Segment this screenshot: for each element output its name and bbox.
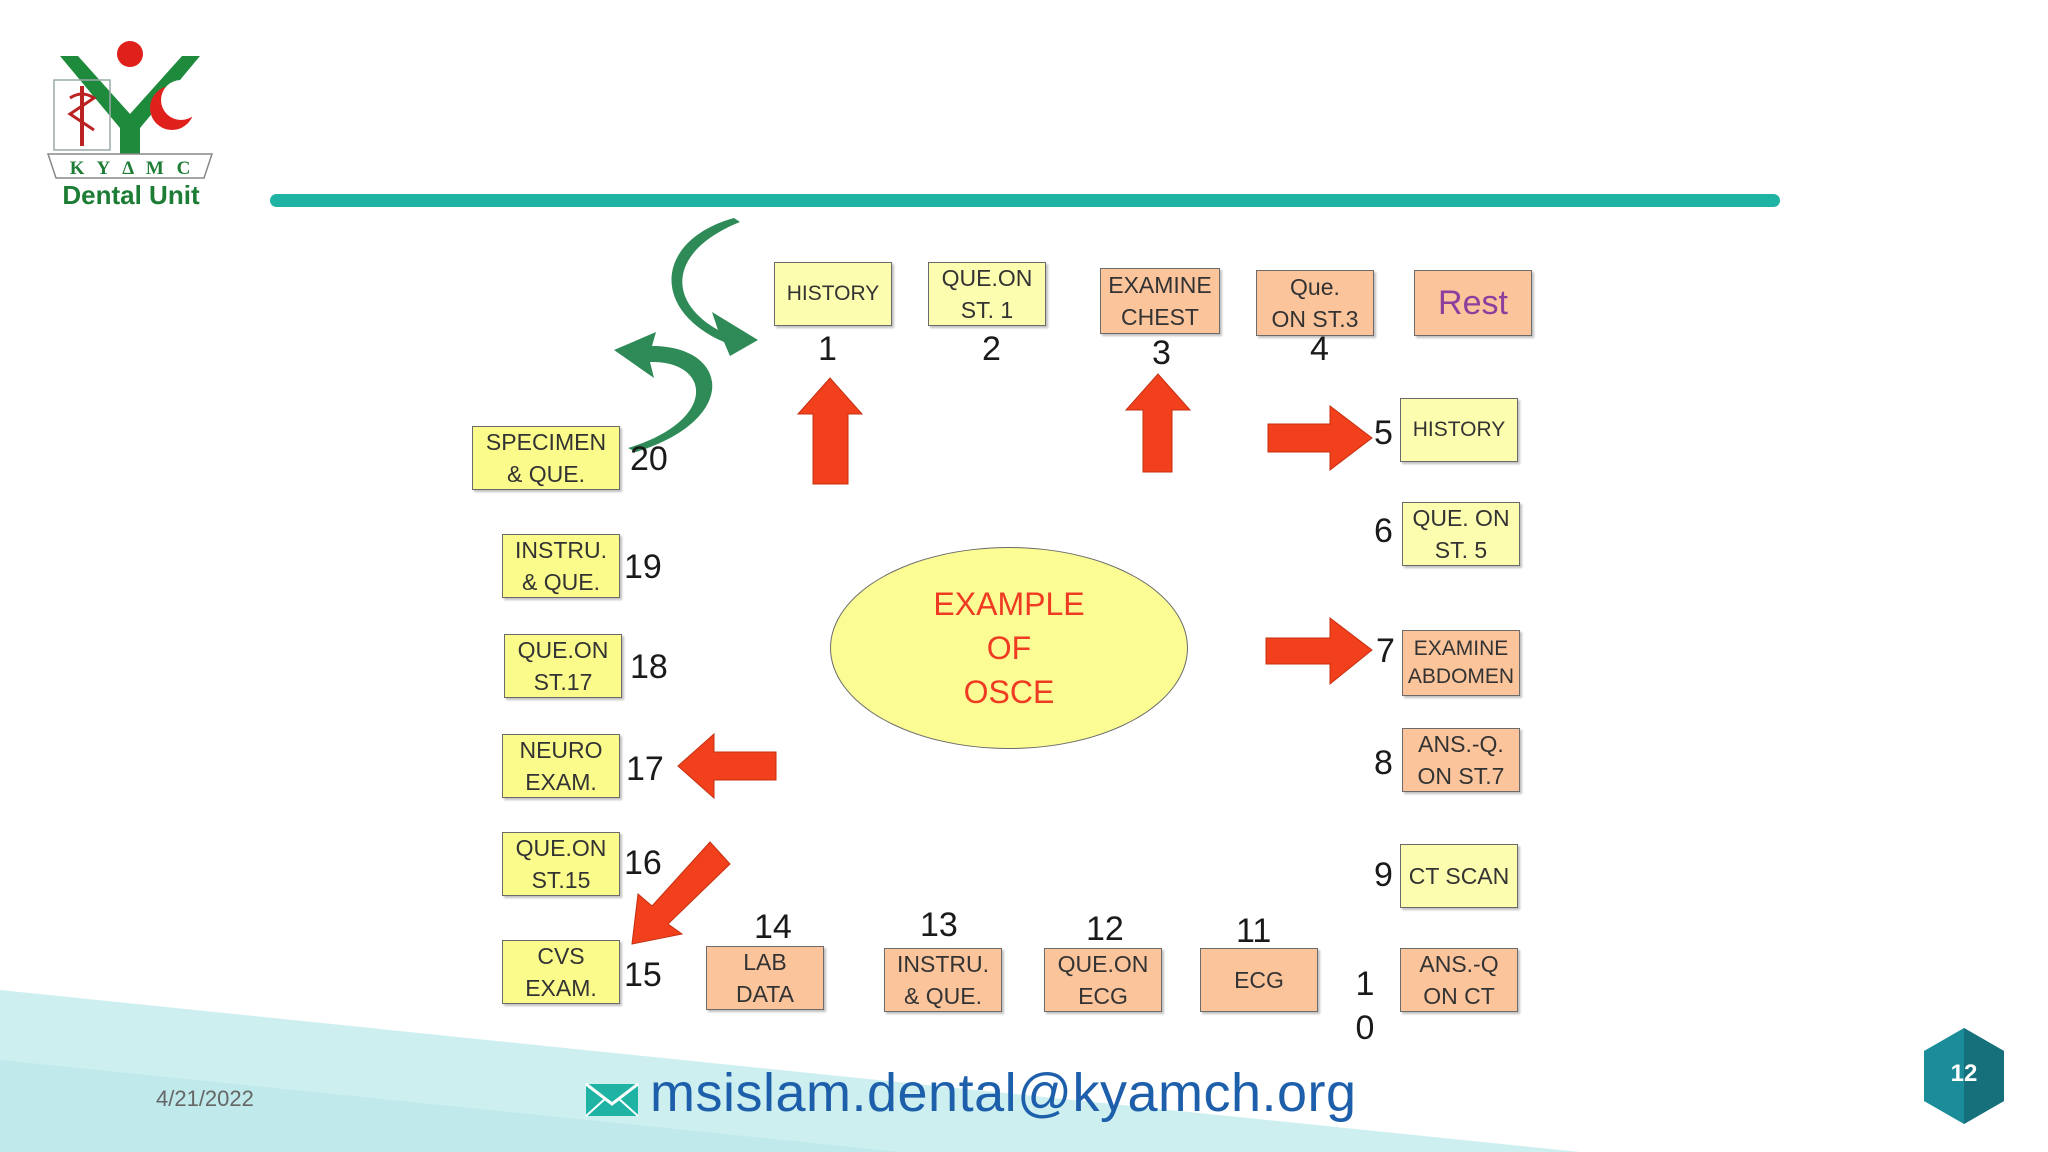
station-box-3: EXAMINE CHEST bbox=[1100, 268, 1220, 334]
red-arrow-up-3 bbox=[1124, 373, 1192, 473]
station-box-17: NEURO EXAM. bbox=[502, 734, 620, 798]
station-number-9: 9 bbox=[1374, 856, 1393, 894]
station-number-10: 1 0 bbox=[1355, 965, 1375, 1047]
station-number-3: 3 bbox=[1152, 334, 1171, 372]
station-box-rest: Rest bbox=[1414, 270, 1532, 336]
station-number-8: 8 bbox=[1374, 744, 1393, 782]
station-box-12: QUE.ON ECG bbox=[1044, 948, 1162, 1012]
station-number-2: 2 bbox=[982, 330, 1001, 368]
station-box-11: ECG bbox=[1200, 948, 1318, 1012]
station-number-19: 19 bbox=[624, 548, 662, 586]
station-box-19: INSTRU. & QUE. bbox=[502, 534, 620, 598]
station-box-1: HISTORY bbox=[774, 262, 892, 326]
green-curved-arrow-left bbox=[614, 332, 713, 452]
station-number-14: 14 bbox=[754, 908, 792, 946]
station-number-20: 20 bbox=[630, 440, 668, 478]
station-number-5: 5 bbox=[1374, 414, 1393, 452]
station-box-2: QUE.ON ST. 1 bbox=[928, 262, 1046, 326]
logo-unit-text: Dental Unit bbox=[62, 180, 200, 210]
station-box-20: SPECIMEN & QUE. bbox=[472, 426, 620, 490]
station-number-17: 17 bbox=[626, 750, 664, 788]
station-number-11: 11 bbox=[1236, 912, 1272, 950]
slide-date: 4/21/2022 bbox=[156, 1086, 254, 1111]
logo-kyamc-text: K Y Δ M C bbox=[69, 158, 195, 179]
station-number-4: 4 bbox=[1310, 330, 1329, 368]
red-arrow-right-5 bbox=[1267, 404, 1373, 472]
red-arrow-up-1 bbox=[796, 377, 864, 485]
header-divider bbox=[270, 194, 1780, 207]
center-osce-label: EXAMPLE OF OSCE bbox=[830, 547, 1188, 749]
mail-icon bbox=[584, 1082, 640, 1118]
red-arrow-left-17 bbox=[677, 732, 777, 800]
station-box-5: HISTORY bbox=[1400, 398, 1518, 462]
red-arrow-right-7 bbox=[1265, 616, 1373, 686]
station-box-16: QUE.ON ST.15 bbox=[502, 832, 620, 896]
station-number-16: 16 bbox=[624, 844, 662, 882]
station-box-6: QUE. ON ST. 5 bbox=[1402, 502, 1520, 566]
page-number: 12 bbox=[1950, 1060, 1978, 1087]
station-box-14: LAB DATA bbox=[706, 946, 824, 1010]
contact-email[interactable]: msislam.dental@kyamch.org bbox=[650, 1063, 1357, 1123]
station-number-1: 1 bbox=[818, 330, 837, 368]
station-box-10: ANS.-Q ON CT bbox=[1400, 948, 1518, 1012]
station-number-18: 18 bbox=[630, 648, 668, 686]
station-box-8: ANS.-Q. ON ST.7 bbox=[1402, 728, 1520, 792]
logo bbox=[40, 36, 220, 216]
kyamc-logo-icon bbox=[46, 41, 214, 179]
station-number-12: 12 bbox=[1086, 910, 1124, 948]
green-curved-arrow-top bbox=[671, 218, 758, 356]
station-number-13: 13 bbox=[920, 906, 958, 944]
station-box-18: QUE.ON ST.17 bbox=[504, 634, 622, 698]
station-box-15: CVS EXAM. bbox=[502, 940, 620, 1004]
station-box-13: INSTRU. & QUE. bbox=[884, 948, 1002, 1012]
station-box-7: EXAMINE ABDOMEN bbox=[1402, 630, 1520, 696]
station-number-15: 15 bbox=[624, 956, 662, 994]
station-number-7: 7 bbox=[1376, 632, 1395, 670]
red-arrow-diagonal-15 bbox=[631, 841, 731, 945]
station-box-4: Que. ON ST.3 bbox=[1256, 270, 1374, 336]
station-number-6: 6 bbox=[1374, 512, 1393, 550]
hexagon-badge-icon bbox=[1922, 1026, 2006, 1126]
station-box-9: CT SCAN bbox=[1400, 844, 1518, 908]
